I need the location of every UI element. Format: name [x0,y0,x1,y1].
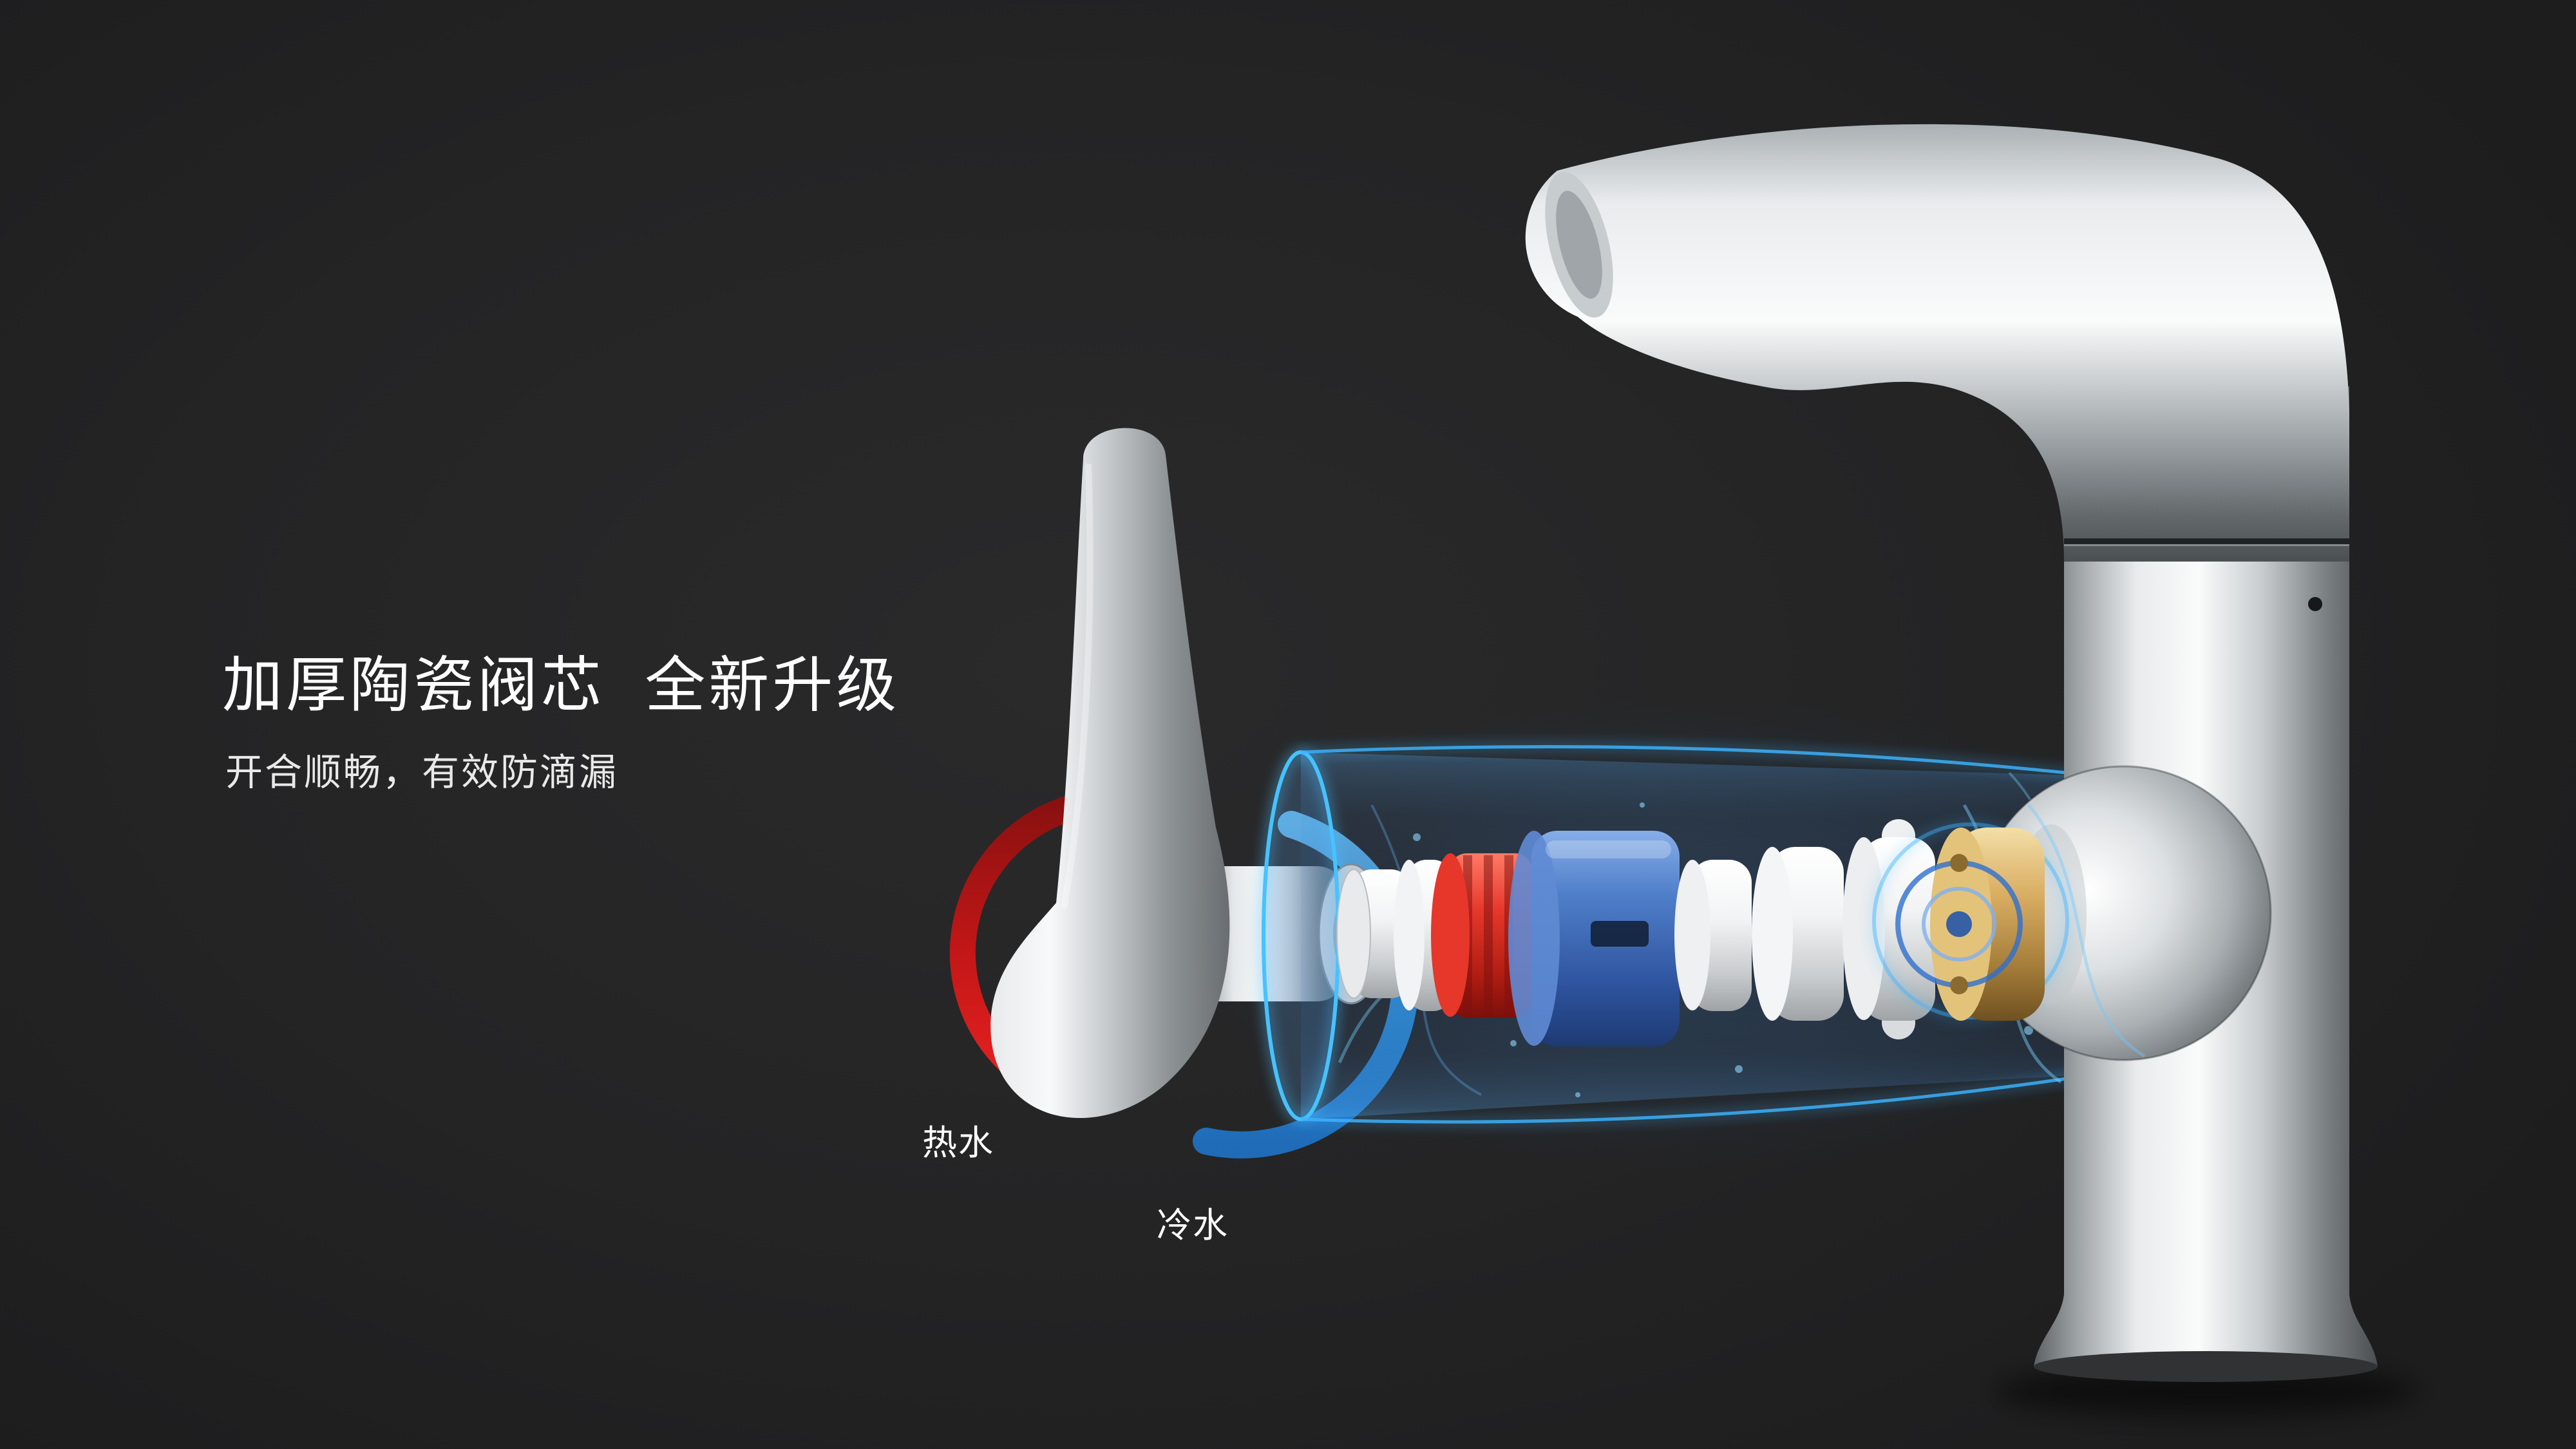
body-pin-hole [2308,597,2322,611]
cold-water-label: 冷水 [1157,1206,1229,1245]
valve-part-ceramic-disc-1 [1674,860,1752,1011]
valve-part-cartridge-body [1508,831,1680,1046]
spout-tip-cap-inner [1556,191,1602,299]
valve-part-ceramic-disc-3 [1842,819,1935,1039]
product-title: 加厚陶瓷阀芯 全新升级 [222,651,900,719]
glow-tube-left-end [1262,750,1340,1121]
hot-water-label: 热水 [922,1124,994,1162]
valve-part-ceramic-disc-2 [1752,847,1844,1021]
handle-highlight [1061,463,1094,909]
handle-lever [990,428,1230,1119]
faucet-spout [1525,124,2349,562]
faucet-shadow [1993,1367,2418,1416]
body-seam-highlight [2064,544,2349,546]
energy-swirl-front [2027,804,2146,1058]
brass-glow-ring [1872,822,2069,1019]
faucet-base-rim [2034,1351,2378,1382]
body-seam-line [2064,538,2349,544]
valve-part-brass-disc [1872,822,2069,1021]
glow-tube-top-edge [1300,745,2097,778]
glow-tube-bottom-edge [1300,1072,2097,1124]
product-subtitle: 开合顺畅，有效防滴漏 [225,752,619,793]
